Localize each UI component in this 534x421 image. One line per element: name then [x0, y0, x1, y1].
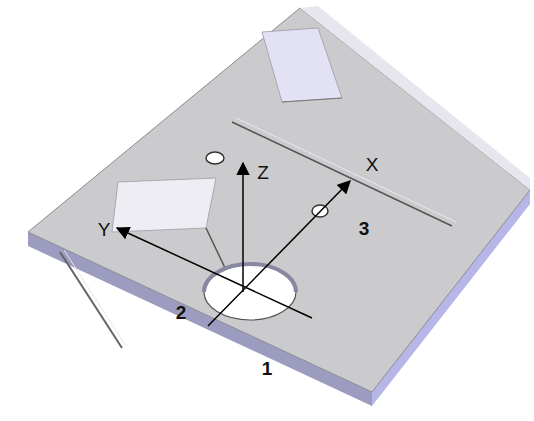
step-highlight [236, 118, 456, 222]
groove [60, 252, 122, 348]
callout-number: 1 [262, 359, 273, 378]
axis-label: X [366, 155, 379, 174]
hole-wall [204, 264, 296, 292]
step-edge [232, 122, 452, 226]
small-hole [206, 152, 224, 164]
callout-number: 2 [176, 303, 187, 322]
y-axis [117, 228, 312, 318]
step-edge [206, 228, 226, 270]
groove-highlight [64, 250, 126, 346]
ramp-left [112, 178, 216, 232]
axis-label: Y [98, 220, 111, 239]
axis-label: Z [257, 163, 269, 182]
z-axis [242, 163, 244, 292]
ramp-back [262, 28, 342, 102]
plate-top [28, 8, 530, 392]
callout-number: 3 [359, 219, 370, 238]
step-edge [282, 98, 342, 102]
x-axis [208, 181, 350, 326]
center-hole [204, 264, 296, 320]
